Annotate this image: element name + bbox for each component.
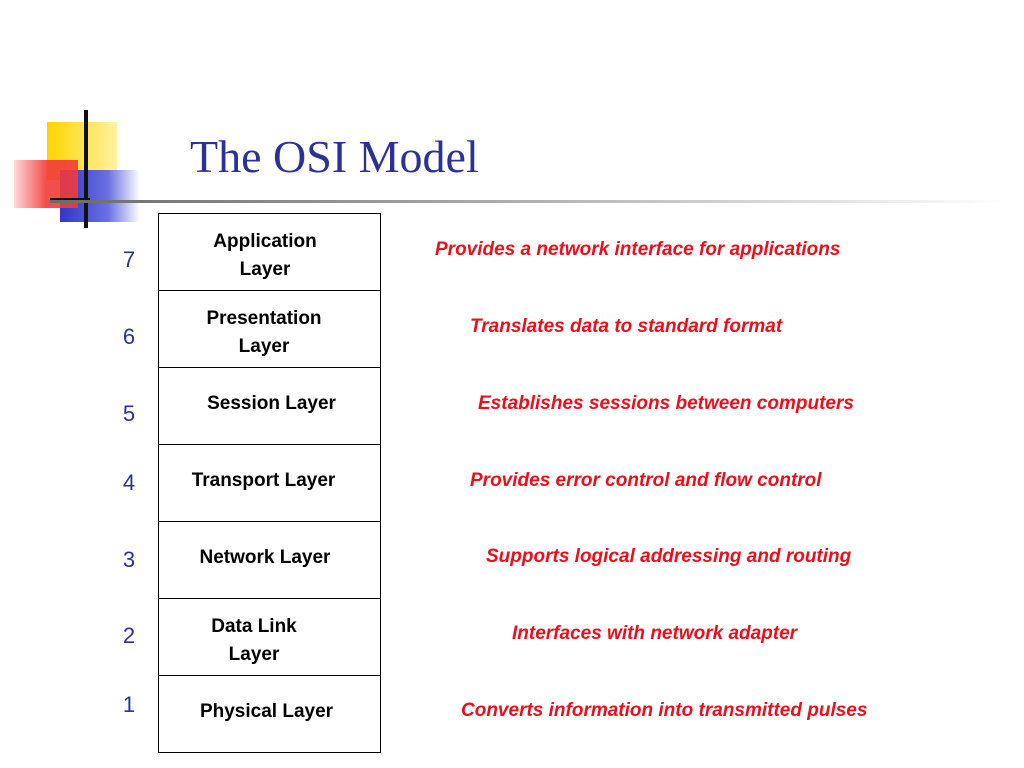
layer-box-transport: Transport Layer [159, 444, 380, 521]
page-title: The OSI Model [190, 131, 479, 182]
layer-name-line1: Physical Layer [199, 701, 334, 722]
layer-description-7: Provides a network interface for applica… [435, 239, 841, 260]
title-divider [50, 200, 1010, 203]
layer-number-7: 7 [122, 247, 136, 272]
osi-layer-stack: Application Layer Presentation Layer Ses… [158, 213, 381, 753]
logo-vertical-bar [84, 110, 88, 228]
slide-logo-graphic [14, 110, 140, 228]
layer-description-3: Supports logical addressing and routing [486, 546, 852, 567]
layer-number-6: 6 [122, 324, 136, 349]
layer-box-presentation: Presentation Layer [159, 290, 380, 367]
layer-name-line2: Layer [239, 259, 291, 280]
layer-name-line1: Data Link [211, 616, 297, 637]
layer-box-data-link: Data Link Layer [159, 598, 380, 675]
layer-name-line1: Presentation [206, 308, 322, 329]
layer-description-4: Provides error control and flow control [470, 470, 822, 491]
layer-name-line1: Transport Layer [191, 470, 336, 491]
layer-number-5: 5 [122, 401, 136, 426]
layer-box-session: Session Layer [159, 367, 380, 444]
layer-description-5: Establishes sessions between computers [478, 393, 854, 414]
layer-description-1: Converts information into transmitted pu… [461, 700, 868, 721]
layer-box-application: Application Layer [159, 214, 380, 290]
layer-number-1: 1 [122, 692, 136, 717]
layer-name-line2: Layer [228, 644, 280, 665]
layer-name-line2: Layer [238, 336, 290, 357]
layer-name-line1: Session Layer [207, 393, 336, 414]
layer-name-line1: Network Layer [199, 547, 331, 568]
layer-number-2: 2 [122, 623, 136, 648]
layer-name-line1: Application [213, 231, 317, 252]
layer-number-3: 3 [122, 547, 136, 572]
layer-box-physical: Physical Layer [159, 675, 380, 752]
layer-box-network: Network Layer [159, 521, 380, 598]
layer-description-6: Translates data to standard format [470, 316, 783, 337]
layer-description-2: Interfaces with network adapter [512, 623, 798, 644]
layer-number-4: 4 [122, 470, 136, 495]
